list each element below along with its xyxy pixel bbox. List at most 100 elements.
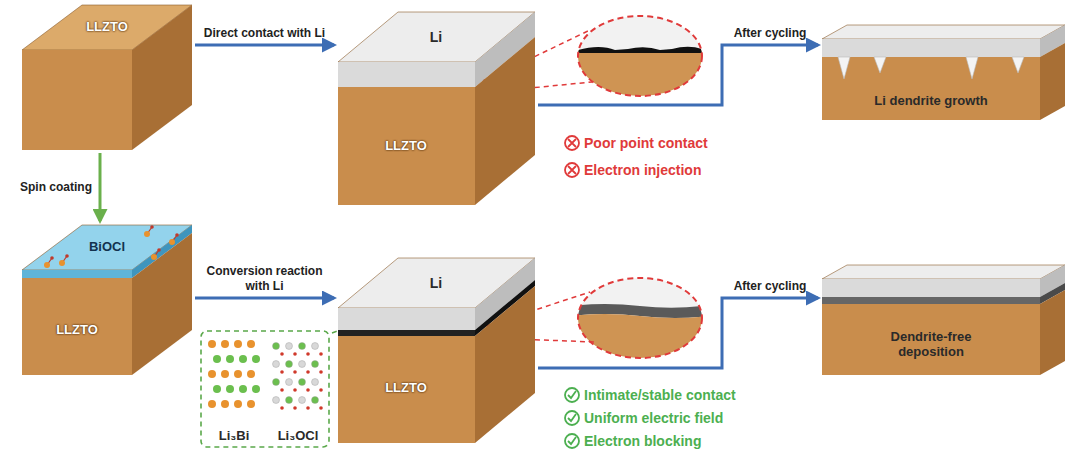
atom [293,370,297,374]
arrow-label: After cycling [734,279,807,293]
side-face [475,286,535,443]
block-shape [22,225,192,375]
li-interlayer-llzto-block: LiLLZTO [338,258,535,443]
arrow-label: Spin coating [20,180,92,194]
front-face [822,39,1040,57]
side-face [132,5,192,150]
atom [286,343,293,350]
front-face [338,330,475,336]
atom [273,361,280,368]
dendrite [838,57,850,79]
property-note: Electron injection [584,162,701,178]
atom [157,248,161,252]
dendrite [874,57,886,73]
atom [59,260,65,266]
side-face [1040,290,1065,375]
block-label: LLZTO [56,323,98,338]
block-shape [338,258,535,443]
arrow-label: After cycling [734,26,807,40]
atom [306,388,310,392]
atom [65,254,69,258]
block-shape [22,5,192,150]
process-arrow [195,297,334,300]
block-label: LLZTO [86,20,128,35]
atom [208,370,216,378]
atom [286,361,293,368]
atom [169,239,175,245]
atom [144,231,150,237]
dendrite [966,57,978,79]
atom [226,355,234,363]
crystal-box: Li₃Bi Li₃OCl [200,330,330,448]
block-shape [338,12,535,205]
block-label: Li [430,29,442,45]
atom [234,340,242,348]
block-label: LLZTO [385,381,427,396]
atom [280,370,284,374]
atom [252,385,260,393]
front-face [22,278,132,375]
atom [319,370,323,374]
block-label: Li [430,275,442,291]
arrow-label: Direct contact with Li [204,26,325,40]
zoom-circle [578,16,702,96]
atom [226,385,234,393]
property-note: Poor point contact [584,135,708,151]
property-note: Intimate/stable contact [584,387,736,403]
top-face [822,265,1065,279]
atom [252,355,260,363]
atom [280,406,284,410]
atom [213,385,221,393]
process-arrow [195,44,334,47]
zoom-interface [570,10,710,100]
block-label: Li dendrite growth [874,94,987,109]
atom [175,233,179,237]
zoom-circle [578,278,702,358]
atom [293,388,297,392]
atom [273,397,280,404]
arrow-label: Conversion reaction with Li [195,264,335,293]
atom [319,352,323,356]
atom [213,355,221,363]
atom [234,370,242,378]
atom [280,352,284,356]
check-icon [565,388,579,448]
atom [319,388,323,392]
front-face [22,270,132,278]
atom [306,406,310,410]
atom [299,361,306,368]
atom [273,379,280,386]
atom [221,340,229,348]
front-face [822,279,1040,297]
block-label: Li₃OCl [278,429,319,444]
atom [239,355,247,363]
atom [312,379,319,386]
cross-icon [565,136,579,177]
atom [247,400,255,408]
li-on-llzto-block: LiLLZTO [338,12,535,205]
coated-llzto-block: BiOClLLZTO [22,225,192,375]
crystal-drawing [201,331,329,447]
llzto-block: LLZTO [22,5,192,150]
atom [50,256,54,260]
atom [273,343,280,350]
side-face [132,233,192,375]
process-arrow [99,153,102,221]
block-label: Li₃Bi [219,429,250,444]
atom [312,361,319,368]
side-face [1040,43,1065,120]
dendrite-slab: Li dendrite growth [822,25,1065,120]
front-face [822,57,1040,120]
atom [312,397,319,404]
atom [221,370,229,378]
dashed-frame [201,331,329,447]
front-face [22,50,132,150]
atom [306,370,310,374]
atom [293,406,297,410]
front-face [822,304,1040,375]
atom [239,385,247,393]
block-label: LLZTO [385,139,427,154]
atom [280,388,284,392]
atom [247,370,255,378]
top-face [822,25,1065,39]
